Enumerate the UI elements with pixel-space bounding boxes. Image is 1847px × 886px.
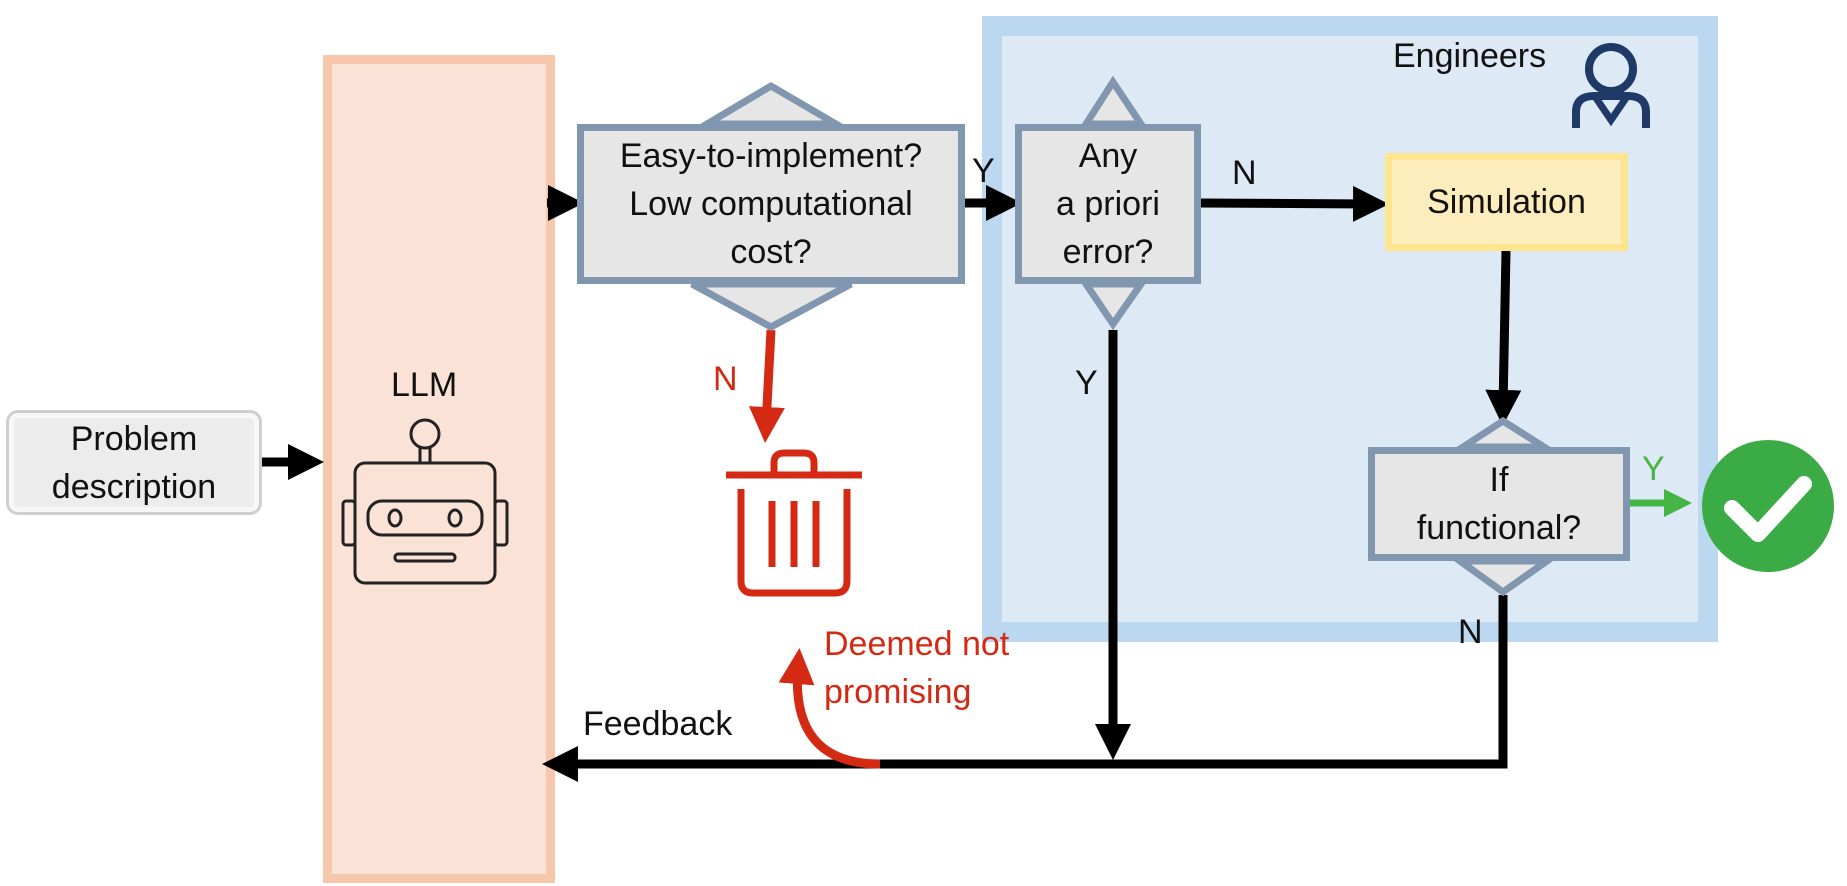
label-error-yes: Y	[1075, 364, 1098, 402]
label-feedback: Feedback	[583, 705, 733, 743]
decision-a-priori-error: Any a priori error?	[1015, 124, 1201, 284]
simulation-box: Simulation	[1385, 153, 1628, 251]
arrow-easy-no	[748, 329, 785, 443]
problem-box	[6, 410, 262, 515]
arrow-sim-to-functional	[1485, 250, 1522, 426]
trash-icon	[726, 449, 862, 597]
decision-error-diamond	[1079, 75, 1148, 331]
robot-icon	[341, 418, 509, 585]
simulation-label: Simulation	[1427, 182, 1586, 221]
label-easy-yes: Y	[972, 152, 995, 190]
label-functional-yes: Y	[1642, 450, 1665, 488]
decision-functional-text: If functional?	[1416, 461, 1582, 547]
engineer-icon	[1572, 43, 1650, 128]
decision-error-text: Any a priori error?	[1056, 137, 1160, 271]
decision-easy-diamond	[690, 81, 853, 331]
llm-label: LLM	[391, 366, 458, 404]
problem-description: Problem description	[51, 419, 217, 506]
arrow-error-no	[1200, 185, 1389, 222]
decision-functional: If functional?	[1368, 447, 1630, 561]
engineers-label: Engineers	[1393, 37, 1547, 75]
llm-panel	[323, 55, 555, 883]
arrow-not-promising	[778, 648, 881, 769]
check-icon	[1702, 440, 1834, 572]
label-not-promising: Deemed not promising	[824, 625, 1010, 711]
label-error-no: N	[1232, 154, 1257, 192]
decision-easy-text: Easy-to-implement? Low computational cos…	[619, 137, 923, 271]
label-functional-no: N	[1458, 613, 1483, 651]
decision-easy-to-implement: Easy-to-implement? Low computational cos…	[577, 124, 965, 284]
label-easy-no: N	[713, 360, 738, 398]
